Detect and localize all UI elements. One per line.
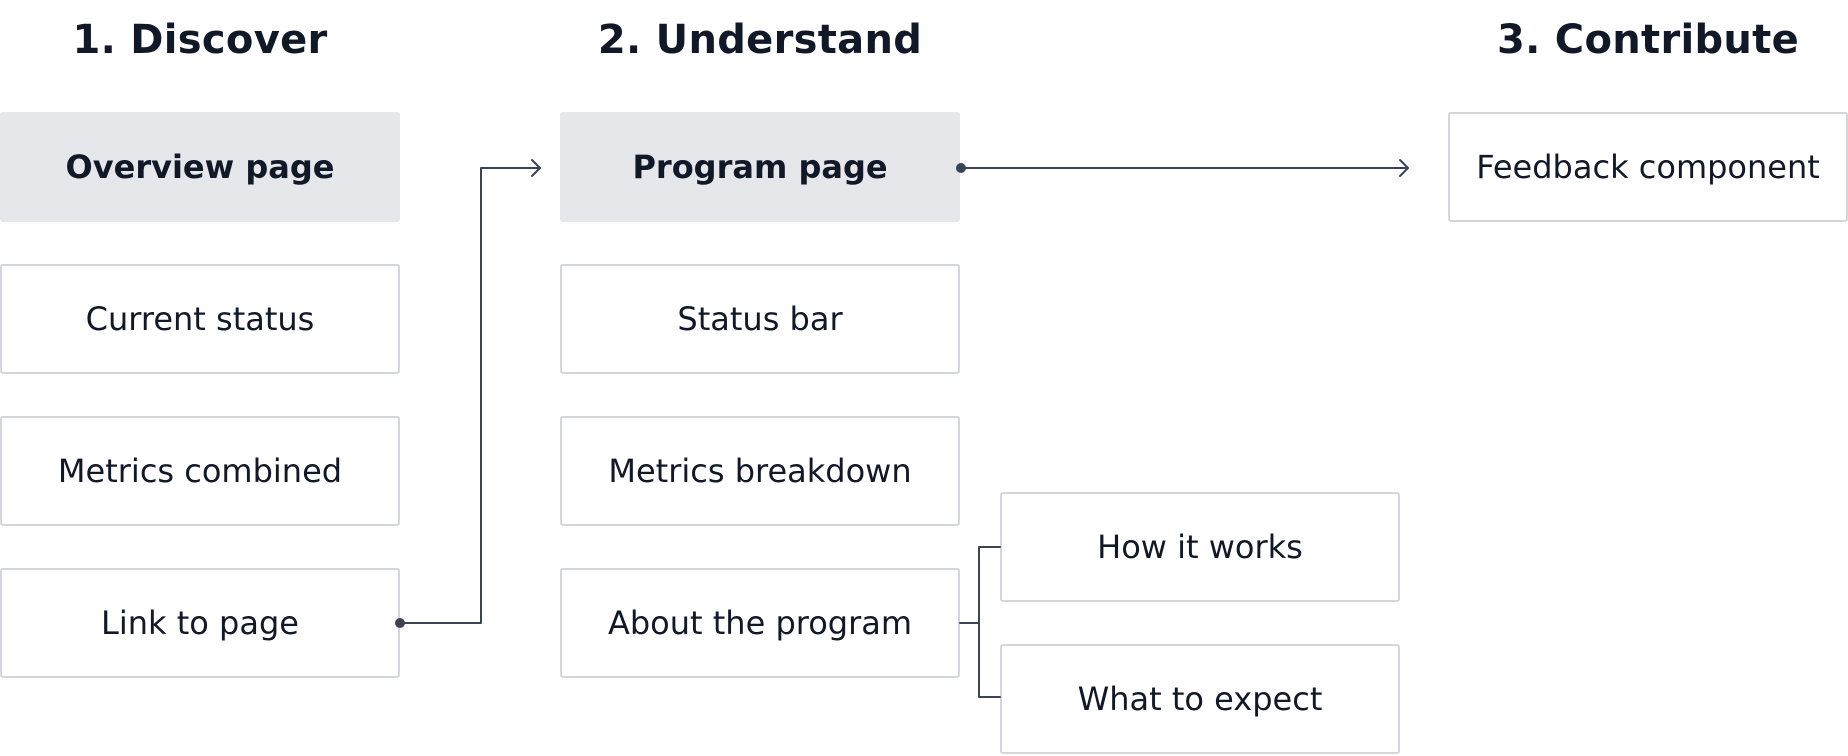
node-status-bar: Status bar: [560, 264, 960, 374]
node-current-status: Current status: [0, 264, 400, 374]
connector-link-to-program: [399, 167, 541, 624]
node-program-page: Program page: [560, 112, 960, 222]
node-link-to-page: Link to page: [0, 568, 400, 678]
arrowhead-feedback-icon: [1399, 159, 1409, 177]
node-overview-page: Overview page: [0, 112, 400, 222]
arrowhead-program-icon: [531, 159, 541, 177]
connector-about-to-subnodes: [959, 546, 1001, 698]
node-metrics-breakdown: Metrics breakdown: [560, 416, 960, 526]
column-title-understand: 2. Understand: [597, 17, 923, 63]
node-feedback-component: Feedback component: [1448, 112, 1848, 222]
node-what-to-expect: What to expect: [1000, 644, 1400, 754]
node-metrics-combined: Metrics combined: [0, 416, 400, 526]
node-about-the-program: About the program: [560, 568, 960, 678]
column-title-contribute: 3. Contribute: [1496, 17, 1800, 63]
node-how-it-works: How it works: [1000, 492, 1400, 602]
column-title-discover: 1. Discover: [72, 17, 328, 63]
